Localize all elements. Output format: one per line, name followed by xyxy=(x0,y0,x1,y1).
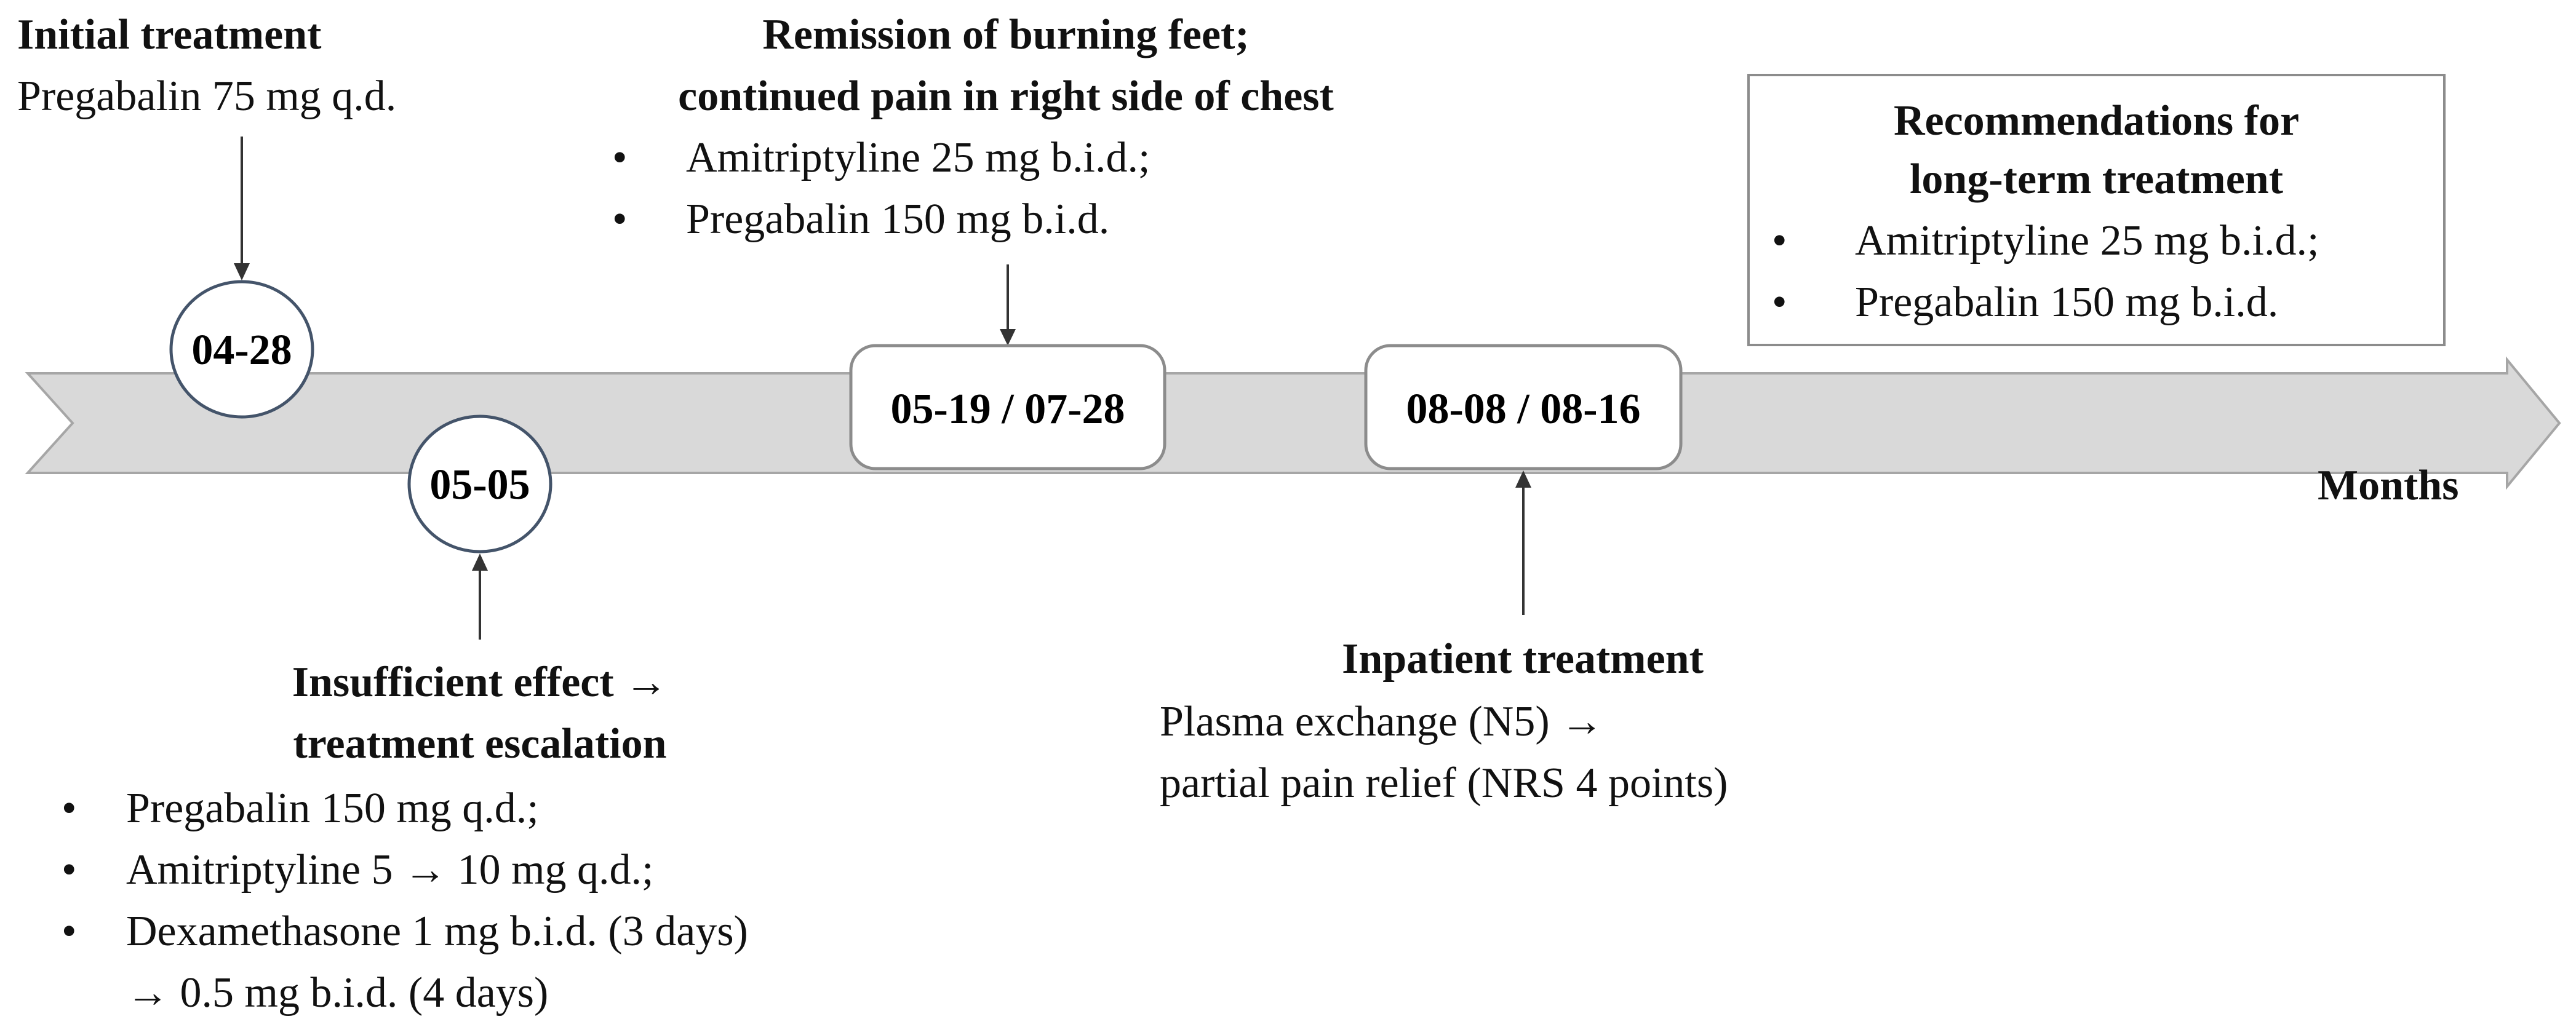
recommendations-bullet-2: • xyxy=(1772,277,1787,328)
escalation-continuation: → 0.5 mg b.i.d. (4 days) xyxy=(126,969,549,1017)
arrow-inpatient-to-0808 xyxy=(1515,470,1531,615)
recommendations-title-line2: long-term treatment xyxy=(1909,156,2284,203)
date-label-0428: 04-28 xyxy=(191,327,292,374)
date-label-0519-0728: 05-19 / 07-28 xyxy=(890,386,1125,433)
escalation-bullet-3: • xyxy=(62,906,77,958)
inpatient-line2: partial pain relief (NRS 4 points) xyxy=(1160,759,1728,807)
date-node-0519-0728: 05-19 / 07-28 xyxy=(849,344,1166,470)
recommendations-box xyxy=(1747,74,2446,346)
date-node-0505: 05-05 xyxy=(407,414,552,553)
bullet-icon: • xyxy=(612,196,628,243)
date-node-0808-0816: 08-08 / 08-16 xyxy=(1364,344,1683,470)
escalation-bullet-1: • xyxy=(62,783,77,835)
escalation-item-3: Dexamethasone 1 mg b.i.d. (3 days) xyxy=(126,908,748,955)
escalation-title-line1: Insufficient effect → xyxy=(292,659,668,706)
date-label-0505: 05-05 xyxy=(429,461,530,509)
bullet-icon: • xyxy=(62,785,77,832)
recommendations-bullet-1: • xyxy=(1772,215,1787,267)
arrow-initial-to-0428 xyxy=(234,137,250,280)
bullet-icon: • xyxy=(612,134,628,181)
initial-treatment-title: Initial treatment xyxy=(17,11,322,58)
recommendations-item-2: Pregabalin 150 mg b.i.d. xyxy=(1855,279,2279,326)
remission-title-line1: Remission of burning feet; xyxy=(762,11,1250,58)
remission-title-line2: continued pain in right side of chest xyxy=(678,73,1334,120)
inpatient-title: Inpatient treatment xyxy=(1342,635,1704,683)
remission-item-2: Pregabalin 150 mg b.i.d. xyxy=(686,196,1110,243)
bullet-icon: • xyxy=(1772,217,1787,264)
escalation-bullet-2: • xyxy=(62,844,77,896)
date-node-0428: 04-28 xyxy=(169,280,314,419)
bullet-icon: • xyxy=(62,846,77,894)
initial-treatment-text: Pregabalin 75 mg q.d. xyxy=(17,73,397,120)
bullet-icon: • xyxy=(1772,279,1787,326)
bullet-icon: • xyxy=(62,908,77,955)
date-label-0808-0816: 08-08 / 08-16 xyxy=(1406,386,1640,433)
arrow-remission-to-0519 xyxy=(1000,264,1016,346)
remission-bullet-2: • xyxy=(612,194,628,245)
recommendations-title-line1: Recommendations for xyxy=(1893,97,2300,145)
remission-bullet-1: • xyxy=(612,132,628,184)
escalation-title-line2: treatment escalation xyxy=(293,720,667,767)
recommendations-item-1: Amitriptyline 25 mg b.i.d.; xyxy=(1855,217,2319,264)
escalation-item-2: Amitriptyline 5 → 10 mg q.d.; xyxy=(126,846,654,894)
inpatient-line1: Plasma exchange (N5) → xyxy=(1160,698,1604,745)
remission-item-1: Amitriptyline 25 mg b.i.d.; xyxy=(686,134,1150,181)
axis-label-months: Months xyxy=(2318,462,2459,509)
timeline-arrow xyxy=(25,356,2561,490)
escalation-item-1: Pregabalin 150 mg q.d.; xyxy=(126,785,539,832)
arrow-escalation-to-0505 xyxy=(472,553,488,640)
